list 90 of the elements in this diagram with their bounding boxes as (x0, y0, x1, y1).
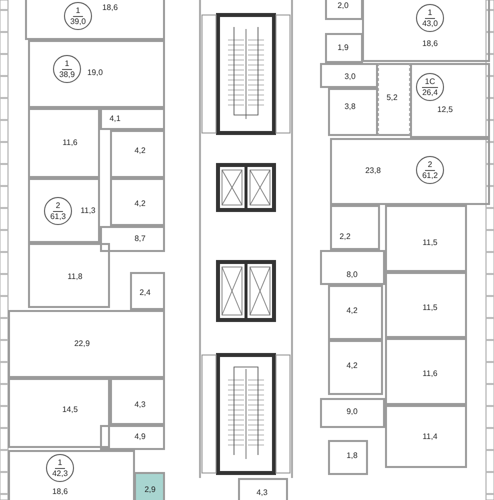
room-outline (330, 138, 490, 205)
room-outline (28, 40, 165, 108)
room-outline (130, 272, 165, 310)
room-outline (8, 310, 165, 378)
apartment-badge (44, 197, 72, 225)
room-area: 11,3 (80, 207, 96, 215)
room-outline (325, 33, 363, 63)
room-outline (28, 243, 110, 308)
apartment-area: 38,9 (59, 70, 75, 78)
room-area: 18,6 (102, 4, 118, 12)
room-outline (100, 226, 165, 252)
room-outline (8, 450, 135, 500)
room-area: 2,2 (339, 233, 351, 241)
apartment-area: 39,0 (70, 18, 86, 26)
room-area: 11,5 (422, 239, 438, 247)
room-area: 8,7 (134, 235, 146, 243)
room-outline (328, 285, 383, 340)
room-area: 12,5 (437, 106, 453, 114)
room-area: 3,8 (344, 103, 356, 111)
room-outline (25, 0, 165, 40)
apartment-badge (64, 2, 92, 30)
room-area: 4,1 (109, 115, 121, 123)
room-area: 1,9 (337, 44, 349, 52)
room-area: 4,9 (134, 433, 146, 441)
apartment-area: 26,4 (422, 88, 438, 96)
room-outline (238, 478, 288, 500)
apartment-badge (53, 55, 81, 83)
room-count: 1 (424, 8, 436, 18)
room-area: 8,0 (346, 271, 358, 279)
room-area: 11,5 (422, 304, 438, 312)
room-outline (110, 130, 165, 178)
room-outline (28, 178, 100, 243)
room-area: 18,6 (52, 488, 68, 496)
room-outline (110, 378, 165, 425)
room-count: 1С (422, 78, 438, 88)
room-outline (385, 338, 467, 405)
room-area: 18,6 (422, 40, 438, 48)
room-outline (320, 398, 385, 428)
room-count: 2 (424, 160, 436, 170)
room-area: 4,2 (346, 307, 358, 315)
room-count: 1 (72, 6, 84, 16)
room-area: 2,9 (144, 486, 156, 494)
room-outline (328, 88, 378, 136)
room-outline (330, 205, 380, 250)
room-outline (134, 472, 165, 500)
room-outline (385, 405, 467, 468)
room-outline (385, 272, 467, 338)
apartment-badge (416, 4, 444, 32)
room-area: 5,2 (386, 94, 398, 102)
room-area: 4,2 (134, 147, 146, 155)
room-area: 2,0 (337, 2, 349, 10)
room-area: 11,6 (62, 139, 78, 147)
apartment-badge (416, 156, 444, 184)
apartment-area: 61,2 (422, 172, 438, 180)
room-outline (100, 108, 165, 130)
apartment-badge (416, 73, 444, 101)
room-area: 11,8 (68, 273, 82, 281)
room-count: 1 (62, 60, 72, 70)
room-count: 1 (54, 458, 66, 468)
room-area: 4,2 (134, 200, 146, 208)
room-area: 22,9 (74, 340, 90, 348)
room-area: 1,8 (346, 452, 358, 460)
room-area: 19,0 (87, 69, 103, 77)
room-area: 2,4 (139, 289, 151, 297)
apartment-area: 61,3 (50, 212, 66, 220)
room-outline (320, 63, 378, 88)
room-outline (328, 340, 383, 395)
room-outline (385, 205, 467, 272)
room-outline (410, 63, 490, 138)
room-area: 3,0 (344, 73, 356, 81)
room-outline (378, 63, 410, 136)
room-area: 4,3 (134, 401, 146, 409)
room-outline (100, 425, 165, 450)
room-area: 4,2 (346, 362, 358, 370)
room-outline (328, 440, 368, 475)
room-outline (110, 178, 165, 226)
room-outline (28, 108, 100, 178)
room-area: 9,0 (346, 408, 358, 416)
room-area: 23,8 (365, 167, 381, 175)
room-count: 2 (52, 202, 64, 212)
apartment-area: 42,3 (52, 470, 68, 478)
room-outline (362, 0, 490, 62)
room-area: 11,6 (422, 370, 438, 378)
room-outline (8, 378, 110, 448)
room-area: 11,4 (422, 433, 438, 441)
room-area: 14,5 (62, 406, 78, 414)
apartment-area: 43,0 (422, 20, 438, 28)
room-area: 4,3 (256, 489, 268, 497)
apartment-badge (46, 454, 74, 482)
room-outline (320, 250, 385, 285)
